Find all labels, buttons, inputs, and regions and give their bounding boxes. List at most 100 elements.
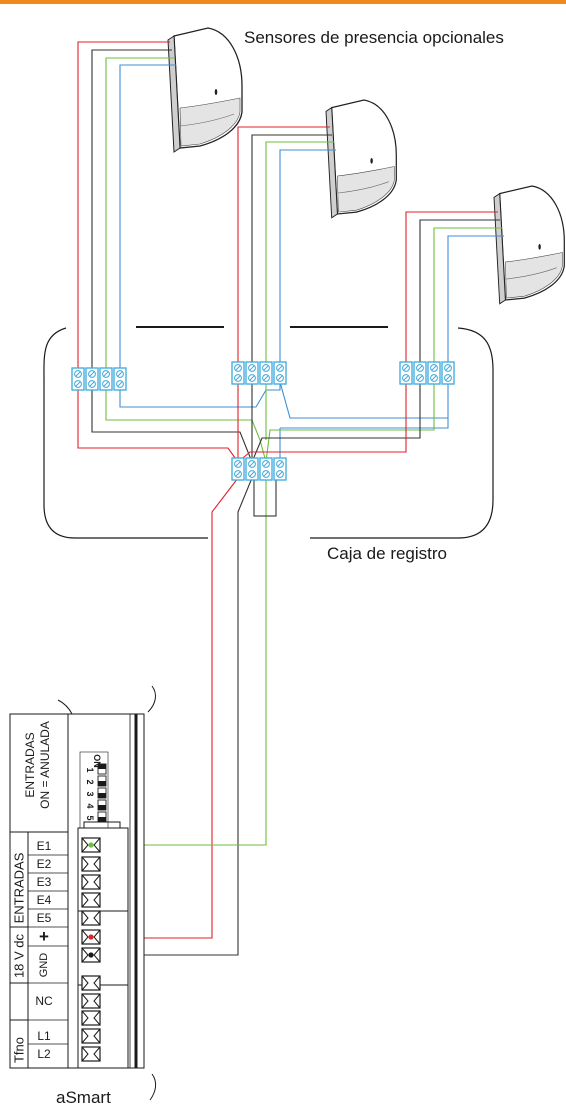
terminal-slash	[249, 375, 255, 381]
terminal-slash	[445, 365, 451, 371]
terminal-slot	[231, 457, 245, 481]
terminal-slash	[117, 371, 123, 377]
presence-sensors	[167, 27, 565, 305]
wire-9	[419, 219, 500, 362]
wire-10	[433, 227, 502, 362]
terminal-slash	[417, 375, 423, 381]
dip-toggle	[98, 793, 106, 798]
terminal-screw	[234, 460, 242, 468]
sensor-lens-line	[337, 181, 389, 194]
screw-terminal-mark	[81, 993, 101, 1009]
screw-terminal	[81, 892, 101, 908]
terminal-screw	[444, 374, 452, 382]
terminal-block-junction	[231, 457, 287, 481]
terminal-slot	[259, 361, 273, 385]
terminal-label-nc: NC	[35, 994, 53, 1008]
wire-18	[91, 382, 253, 463]
terminal-slash	[103, 371, 109, 377]
terminal-screw	[74, 380, 82, 388]
terminal-screw	[248, 460, 256, 468]
terminal-slot	[259, 457, 273, 481]
terminal-screw	[276, 470, 284, 478]
terminal-screw	[248, 470, 256, 478]
wire-23	[94, 477, 253, 956]
device-break-line	[149, 1073, 157, 1101]
wire-24	[94, 478, 267, 846]
sensor-2	[325, 99, 397, 219]
terminal-screw	[276, 374, 284, 382]
wire-4	[237, 126, 330, 362]
screw-terminal-mark	[81, 975, 101, 991]
terminal-slash	[263, 375, 269, 381]
wire-8	[405, 211, 498, 362]
wire-17	[265, 382, 435, 463]
junction-tail	[253, 480, 277, 517]
dip-header-line1: ENTRADAS	[23, 732, 37, 798]
terminal-screw	[416, 364, 424, 372]
terminal-label-plus: +	[39, 927, 49, 946]
terminal-slot	[273, 457, 287, 481]
terminal-screw	[416, 374, 424, 382]
terminal-slot	[113, 367, 127, 391]
terminal-label-e1: E1	[36, 839, 52, 853]
screw-terminal-mark	[81, 910, 101, 926]
terminal-screw	[262, 470, 270, 478]
screw-terminal	[81, 874, 101, 890]
terminal-label-e3: E3	[36, 875, 52, 889]
sensor-led	[538, 243, 541, 250]
sensor-led	[214, 89, 218, 95]
terminal-slash	[89, 371, 95, 377]
terminal-block-1	[71, 367, 127, 391]
terminal-block-3	[399, 361, 455, 385]
junction-box	[43, 326, 494, 539]
terminal-label-l2: L2	[37, 1047, 51, 1061]
terminal-slot	[245, 361, 259, 385]
terminal-screw	[430, 364, 438, 372]
dip-toggle	[98, 805, 106, 810]
connector-lip	[83, 821, 121, 828]
terminal-screw	[102, 370, 110, 378]
terminal-screw	[402, 374, 410, 382]
terminal-screw	[444, 364, 452, 372]
screw-terminal	[81, 1010, 101, 1026]
terminal-slash	[403, 365, 409, 371]
wire-15	[280, 418, 449, 429]
terminal-slash	[235, 365, 241, 371]
group-power-label: 18 V dc	[11, 933, 27, 979]
terminal-screw	[116, 380, 124, 388]
screw-terminal	[81, 856, 101, 872]
terminal-label-e4: E4	[36, 893, 52, 907]
terminal-slot	[231, 361, 245, 385]
terminal-slash	[235, 471, 241, 477]
terminal-slot	[427, 361, 441, 385]
terminal-screw	[234, 374, 242, 382]
terminal-slash	[277, 461, 283, 467]
terminal-screw	[262, 374, 270, 382]
terminal-slash	[263, 471, 269, 477]
junction-box-label: Caja de registro	[327, 544, 448, 563]
asmart-device	[9, 685, 157, 1101]
terminal-label-gnd: GND	[38, 952, 50, 978]
wire-1	[91, 49, 172, 368]
dip-number-3: 3	[85, 791, 95, 797]
terminal-screw	[276, 364, 284, 372]
terminal-slash	[277, 375, 283, 381]
dip-toggle	[98, 781, 106, 786]
wire-11	[447, 235, 504, 362]
dip-header-line2: ON = ANULADA	[38, 721, 52, 809]
wire-6	[265, 141, 334, 362]
dip-number-5: 5	[85, 815, 95, 821]
terminal-screw	[88, 370, 96, 378]
diagram-title: Sensores de presencia opcionales	[244, 28, 504, 47]
device-break-line	[147, 685, 156, 713]
wire-3	[119, 64, 176, 368]
terminal-screw	[276, 460, 284, 468]
dip-on-label: ON	[92, 754, 102, 768]
terminal-screw	[88, 380, 96, 388]
dip-number-1: 1	[85, 767, 95, 773]
screw-terminal-mark	[81, 947, 101, 963]
terminal-slot	[99, 367, 113, 391]
terminal-slash	[75, 381, 81, 387]
terminal-blocks	[71, 361, 455, 481]
